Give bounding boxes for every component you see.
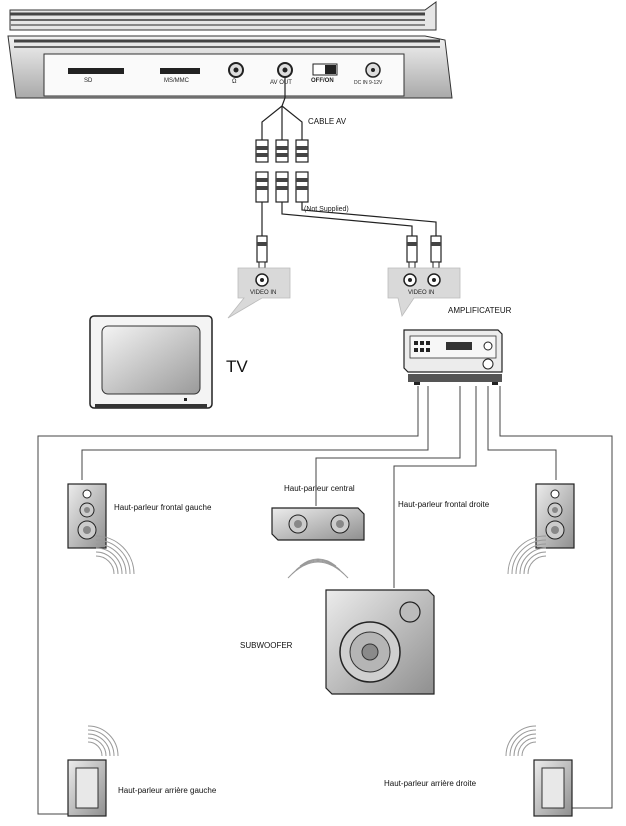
power-label: OFF/ON	[311, 78, 334, 84]
dvd-player	[7, 1, 453, 99]
plug-lower-middle	[275, 171, 289, 203]
amp-video-in-label: VIDEO IN	[408, 290, 435, 296]
plug-amp-right	[430, 235, 442, 269]
subwoofer-label: SUBWOOFER	[240, 641, 293, 650]
center-speaker	[271, 507, 365, 541]
plug-upper-middle	[275, 139, 289, 163]
plug-amp-left	[406, 235, 418, 269]
plug-lower-left	[255, 171, 269, 203]
rear-right-sound-waves	[505, 725, 537, 757]
plug-tv	[256, 235, 268, 269]
front-right-speaker	[535, 483, 575, 549]
front-left-speaker	[67, 483, 107, 549]
rear-right-label: Haut-parleur arrière droite	[384, 779, 477, 788]
tv-jack-callout	[227, 267, 291, 319]
front-left-label: Haut-parleur frontal gauche	[114, 503, 212, 512]
plug-upper-right	[295, 139, 309, 163]
not-supplied-label: (Not Supplied)	[304, 206, 349, 213]
rear-right-speaker	[533, 759, 573, 817]
ms-label: MS/MMC	[164, 78, 189, 84]
center-label: Haut-parleur central	[284, 484, 355, 493]
dc-in-label: DC IN 9-12V	[354, 80, 383, 86]
av-cable	[261, 77, 437, 236]
amp-jack-callout	[387, 267, 461, 318]
front-left-sound-waves	[95, 535, 135, 575]
plug-upper-left	[255, 139, 269, 163]
speaker-wires	[37, 386, 613, 815]
front-right-sound-waves	[507, 535, 547, 575]
phones-label: Ω	[232, 79, 237, 85]
front-right-label: Haut-parleur frontal droite	[398, 500, 490, 509]
rear-left-sound-waves	[87, 725, 119, 757]
amplifier-label: AMPLIFICATEUR	[448, 306, 512, 315]
av-cable-plugs	[255, 139, 442, 269]
center-sound-waves	[287, 558, 349, 579]
rear-left-label: Haut-parleur arrière gauche	[118, 786, 217, 795]
tv-label: TV	[226, 357, 248, 376]
sd-label: SD	[84, 78, 93, 84]
plug-lower-right	[295, 171, 309, 203]
subwoofer	[325, 589, 435, 695]
cable-label: CABLE AV	[308, 117, 347, 126]
sd-slot[interactable]	[68, 68, 124, 74]
av-out-label: AV OUT	[270, 80, 292, 86]
amplifier	[403, 329, 503, 385]
rear-left-speaker	[67, 759, 107, 817]
ms-slot[interactable]	[160, 68, 200, 74]
tv-set	[89, 315, 213, 409]
tv-video-in-label: VIDEO IN	[250, 290, 277, 296]
